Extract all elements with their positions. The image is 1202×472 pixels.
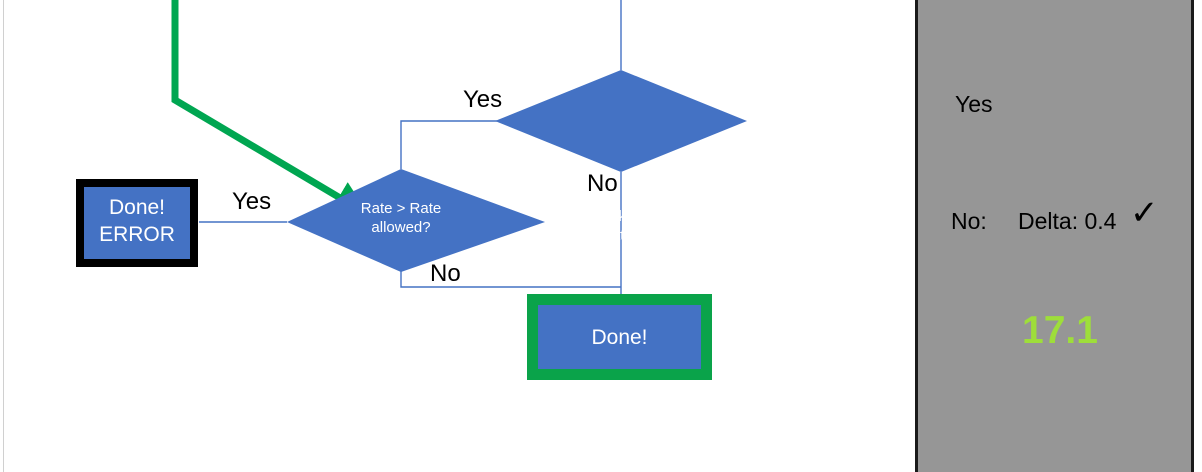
- active-path-highlight: [171, 0, 369, 215]
- panel-yes-label: Yes: [955, 91, 993, 117]
- node-rate-gt-rate-allowed-label: Rate > Rate allowed?: [360, 200, 442, 236]
- node-check-max-rate[interactable]: [495, 70, 747, 172]
- edge-label-check-max-rate-yes: Yes: [463, 86, 503, 113]
- checkmark-icon: ✓: [1130, 194, 1159, 232]
- status-panel: Yes No: Delta: 0.4 ✓ 17.1: [915, 0, 1194, 472]
- edge-label-rate-allowed-no: No: [430, 260, 461, 287]
- panel-delta-label: Delta: 0.4: [1018, 208, 1117, 234]
- node-done-error-label: Done! ERROR: [99, 196, 175, 247]
- panel-no-label: No:: [951, 208, 987, 234]
- connector-rate-allowed-no: [400, 271, 621, 288]
- node-check-max-rate-label: Check Max Rate?: [583, 208, 659, 244]
- node-rate-gt-rate-allowed[interactable]: [287, 169, 545, 272]
- edge-label-check-max-rate-no: No: [587, 170, 618, 197]
- connector-check-max-rate-yes: [400, 120, 497, 169]
- node-done-error[interactable]: [84, 187, 190, 259]
- node-done-label: Done!: [591, 326, 648, 349]
- edge-label-rate-allowed-yes: Yes: [232, 188, 272, 215]
- panel-result-value: 17.1: [1022, 309, 1098, 352]
- left-edge-rule: [3, 0, 4, 472]
- node-done[interactable]: [538, 305, 701, 369]
